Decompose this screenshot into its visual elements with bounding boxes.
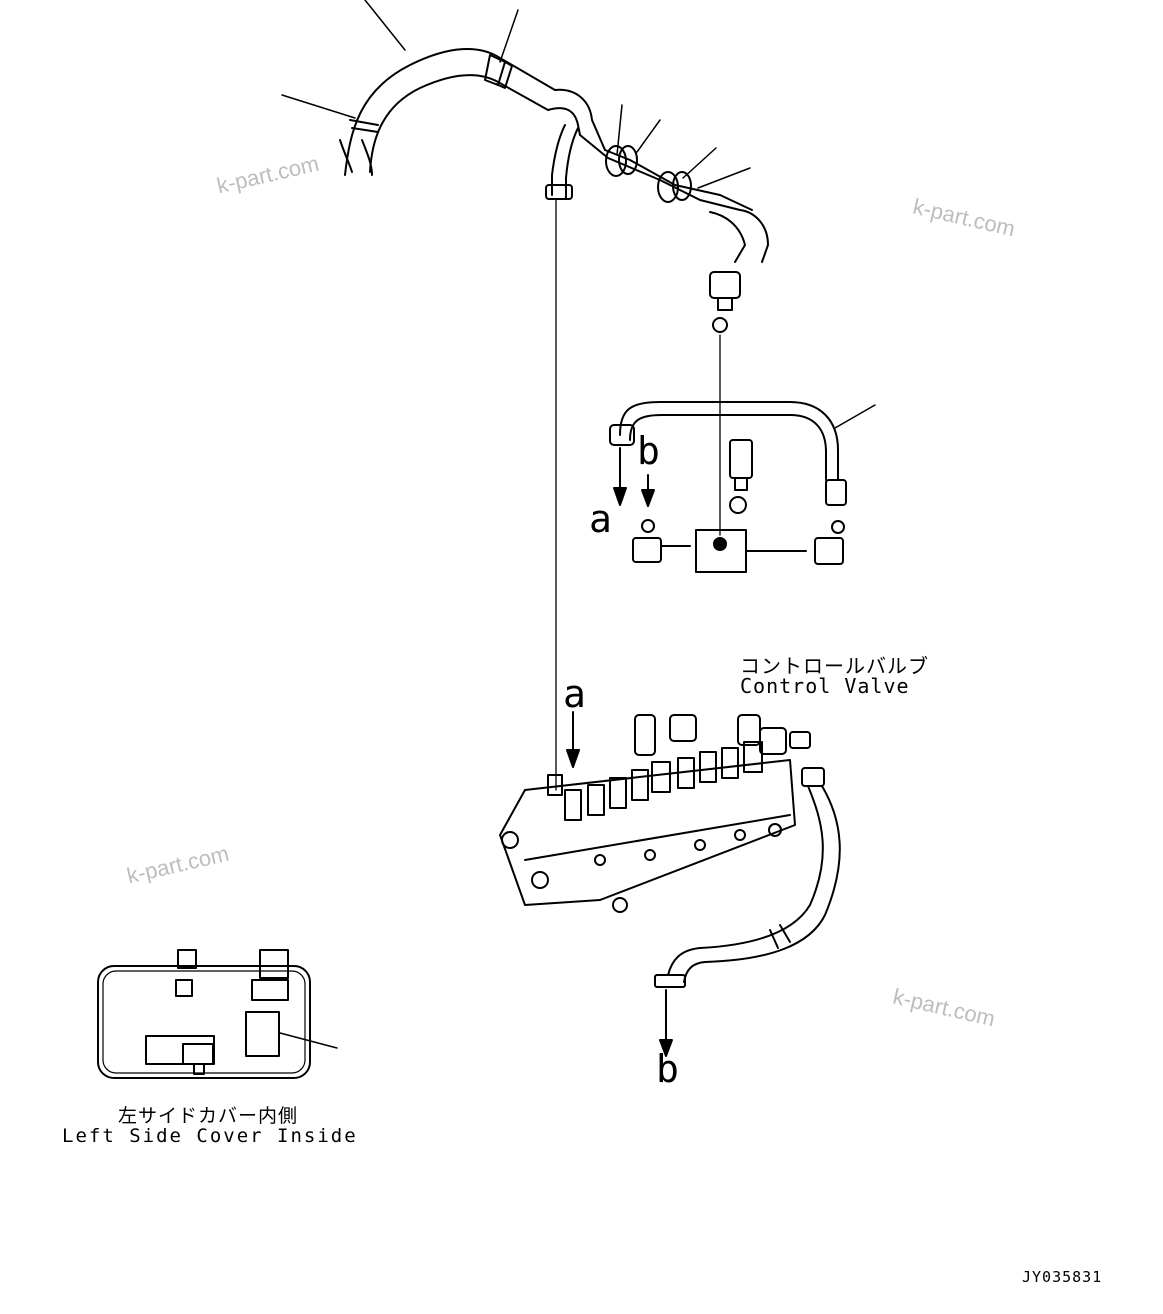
- return-hose: [654, 767, 841, 1057]
- left-side-cover: [97, 949, 311, 1079]
- middle-hose-assembly: [545, 88, 769, 333]
- side-cover-label-jp: 左サイドカバー内側: [118, 1105, 299, 1127]
- pilot-hose: [609, 401, 847, 534]
- side-cover-label-en: Left Side Cover Inside: [62, 1125, 358, 1147]
- control-valve-label-en: Control Valve: [740, 674, 910, 698]
- top-curved-hose: [339, 48, 556, 176]
- connector-lines: [555, 199, 721, 791]
- drawing-number: JY035831: [1022, 1268, 1103, 1286]
- callout-a-top: a: [589, 497, 612, 541]
- callout-b-bottom: b: [656, 1047, 679, 1091]
- junction-block: [632, 439, 844, 573]
- arrow-b-top: [641, 474, 655, 507]
- control-valve-label-jp: コントロールバルブ: [740, 654, 929, 678]
- control-valve: [499, 714, 811, 913]
- arrow-a-top: [613, 447, 627, 506]
- callout-a-valve: a: [563, 672, 586, 716]
- callout-b-top: b: [637, 429, 660, 473]
- top-leader-lines: [279, 0, 876, 1049]
- arrow-a-valve: [566, 711, 580, 768]
